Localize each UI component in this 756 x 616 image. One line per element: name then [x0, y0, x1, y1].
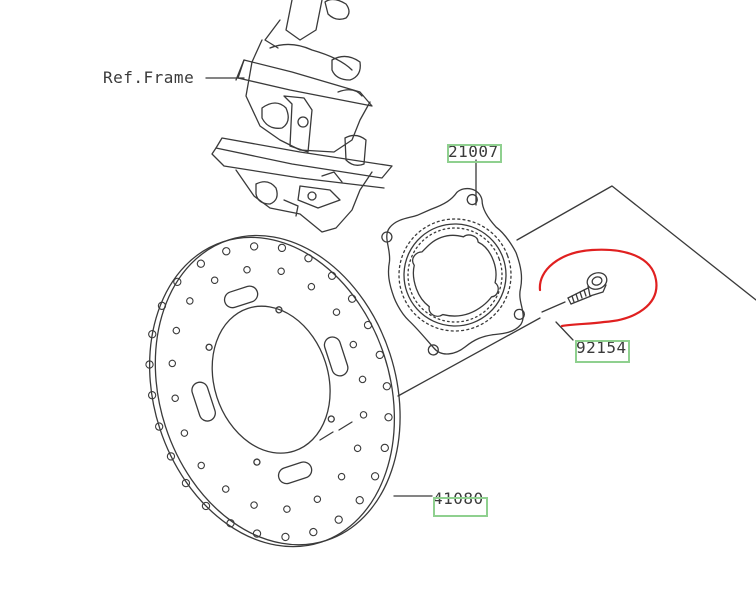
- fork-axle-assembly: [211, 0, 393, 233]
- brake-disc: [145, 234, 401, 548]
- disc-bolt: [567, 272, 608, 305]
- abs-pulsar-ring: [381, 187, 525, 356]
- part-number-21007-link[interactable]: 21007: [448, 142, 499, 161]
- assembly-plane-lines: [319, 185, 756, 441]
- part-number-92154-link[interactable]: 92154: [576, 338, 627, 357]
- bolt-axis-line: [541, 301, 566, 313]
- part-number-41080-link[interactable]: 41080: [433, 489, 484, 508]
- ref-frame-label: Ref.Frame: [103, 68, 195, 87]
- red-circle-annotation: [538, 248, 658, 328]
- bolt-leader-line: [555, 321, 574, 341]
